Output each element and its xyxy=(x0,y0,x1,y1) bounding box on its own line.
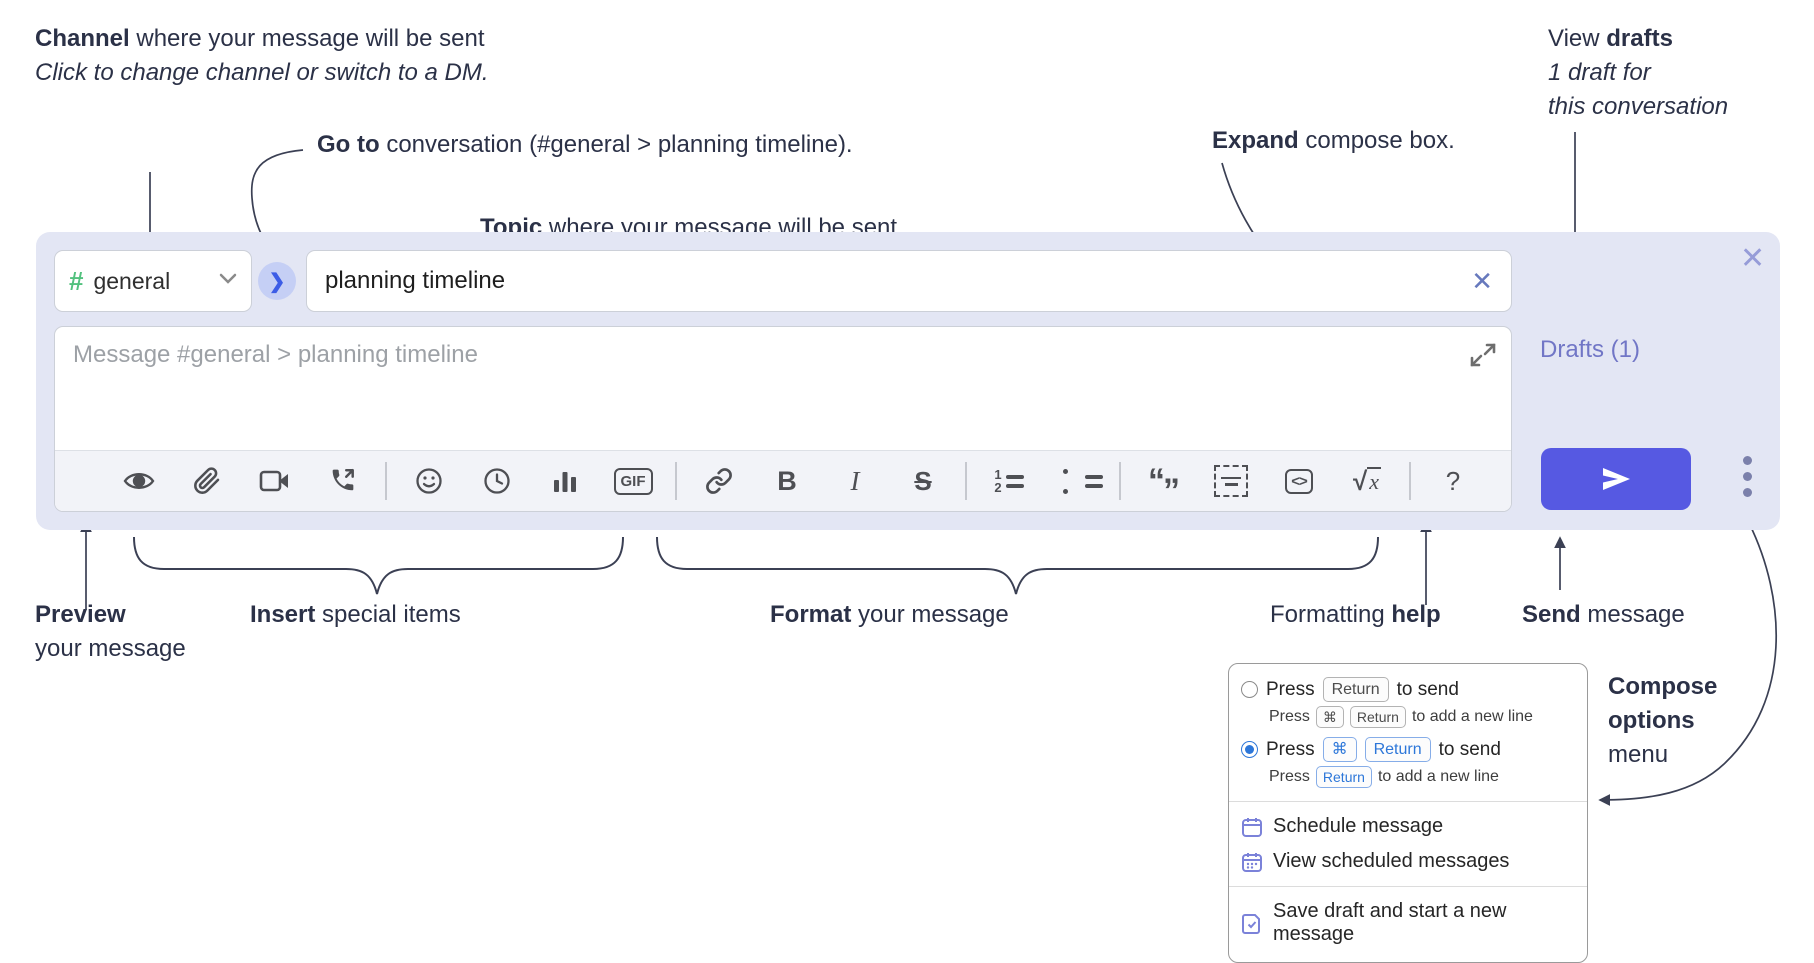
chevron-down-icon xyxy=(219,272,237,290)
expand-compose-icon[interactable] xyxy=(1469,341,1497,374)
gif-icon[interactable]: GIF xyxy=(613,461,653,501)
annotation-format: Format your message xyxy=(770,601,1009,628)
toolbar-divider xyxy=(675,462,677,500)
quote-icon[interactable]: “” xyxy=(1143,461,1183,508)
bulleted-list-icon[interactable] xyxy=(1057,461,1103,501)
italic-icon[interactable]: I xyxy=(835,461,875,501)
toolbar-divider xyxy=(1409,462,1411,500)
radio-unselected-icon[interactable] xyxy=(1241,681,1258,698)
spoiler-icon[interactable] xyxy=(1211,461,1251,501)
close-compose-icon[interactable]: ✕ xyxy=(1740,242,1766,275)
drafts-link[interactable]: Drafts (1) xyxy=(1540,336,1641,363)
toolbar-divider xyxy=(385,462,387,500)
time-clock-icon[interactable] xyxy=(477,461,517,501)
channel-name: general xyxy=(93,267,171,294)
compose-options-menu-button[interactable] xyxy=(1733,456,1761,497)
toolbar-divider xyxy=(965,462,967,500)
annotation-formatting-help: Formatting help xyxy=(1270,601,1441,628)
option-return-to-send[interactable]: Press Return to send xyxy=(1229,674,1587,705)
bold-icon[interactable]: B xyxy=(767,461,807,501)
preview-eye-icon[interactable] xyxy=(119,461,159,501)
annotation-preview: Preview your message xyxy=(35,601,186,662)
message-placeholder: Message #general > planning timeline xyxy=(73,341,478,368)
popup-divider xyxy=(1229,801,1587,802)
compose-options-popup: Press Return to send Press ⌘ Return to a… xyxy=(1228,663,1588,963)
message-compose-area: Message #general > planning timeline xyxy=(54,326,1512,512)
message-textarea[interactable]: Message #general > planning timeline xyxy=(55,327,1511,450)
menu-item-view-scheduled[interactable]: View scheduled messages xyxy=(1229,844,1587,879)
calendar-grid-icon xyxy=(1242,852,1262,872)
annotation-send: Send message xyxy=(1522,601,1685,628)
code-icon[interactable]: <> xyxy=(1279,461,1319,501)
video-call-icon[interactable] xyxy=(255,461,295,501)
poll-chart-icon[interactable] xyxy=(545,461,585,501)
math-icon[interactable]: √x xyxy=(1347,461,1387,501)
annotation-expand: Expand compose box. xyxy=(1212,127,1455,154)
goto-conversation-button[interactable]: ❯ xyxy=(258,262,296,300)
formatting-help-icon[interactable]: ? xyxy=(1433,461,1473,501)
menu-item-save-draft[interactable]: Save draft and start a new message xyxy=(1229,894,1587,952)
audio-call-icon[interactable] xyxy=(323,461,363,501)
channel-selector[interactable]: # general xyxy=(54,250,252,312)
menu-item-schedule-message[interactable]: Schedule message xyxy=(1229,809,1587,844)
topic-value: planning timeline xyxy=(325,267,506,294)
link-icon[interactable] xyxy=(699,461,739,501)
radio-selected-icon[interactable] xyxy=(1241,741,1258,758)
send-plane-icon xyxy=(1603,468,1630,490)
option-return-subtext: Press ⌘ Return to add a new line xyxy=(1229,705,1587,734)
chevron-right-icon: ❯ xyxy=(268,270,286,293)
option-cmd-return-subtext: Press Return to add a new line xyxy=(1229,765,1587,794)
toolbar-divider xyxy=(1119,462,1121,500)
draft-check-icon xyxy=(1242,914,1260,934)
popup-divider xyxy=(1229,886,1587,887)
annotation-goto: Go to conversation (#general > planning … xyxy=(317,131,853,158)
calendar-icon xyxy=(1242,817,1262,837)
annotation-insert: Insert special items xyxy=(250,601,461,628)
strikethrough-icon[interactable]: S xyxy=(903,461,943,501)
topic-input[interactable]: planning timeline ✕ xyxy=(306,250,1512,312)
option-cmd-return-to-send[interactable]: Press ⌘ Return to send xyxy=(1229,734,1587,765)
attach-file-icon[interactable] xyxy=(187,461,227,501)
clear-topic-icon[interactable]: ✕ xyxy=(1471,266,1493,296)
annotation-view-drafts: View drafts 1 draft for this conversatio… xyxy=(1548,25,1729,120)
emoji-icon[interactable] xyxy=(409,461,449,501)
annotation-compose-options: Compose options menu xyxy=(1608,673,1718,768)
channel-hash-icon: # xyxy=(69,265,84,296)
annotation-channel: Channel where your message will be sent … xyxy=(35,25,489,86)
send-button[interactable] xyxy=(1541,448,1691,510)
